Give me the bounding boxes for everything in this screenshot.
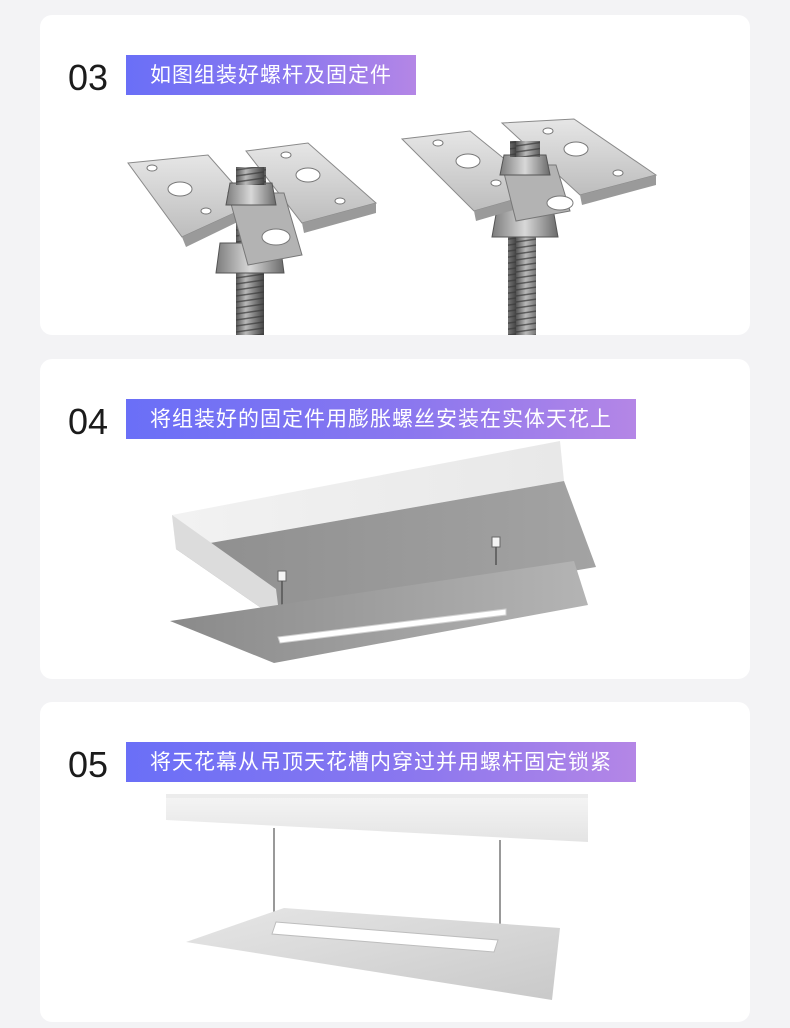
step-label: 将天花幕从吊顶天花槽内穿过并用螺杆固定锁紧 [126, 742, 636, 782]
step-label: 将组装好的固定件用膨胀螺丝安装在实体天花上 [126, 399, 636, 439]
ceiling-slab [172, 441, 596, 621]
step-number: 03 [68, 57, 109, 98]
suspended-panel [186, 908, 560, 1000]
step-03-card: 03 如图组装好螺杆及固定件 [40, 15, 750, 335]
step-05-card: 05 将天花幕从吊顶天花槽内穿过并用螺杆固定锁紧 [40, 702, 750, 1022]
bracket-assembly-left [127, 142, 378, 335]
ceiling-fixture-illustration [170, 441, 596, 663]
bracket-rod-illustration [127, 118, 658, 335]
ceiling-panel [170, 561, 588, 663]
ceiling-slab-top [166, 794, 588, 842]
fixture-left [277, 570, 287, 605]
bracket-assembly-right [400, 118, 658, 335]
step-number: 05 [68, 744, 109, 785]
suspended-panel-illustration [166, 794, 588, 1000]
step-number: 04 [68, 401, 109, 442]
step-04-card: 04 将组装好的固定件用膨胀螺丝安装在实体天花上 [40, 359, 750, 679]
step-label: 如图组装好螺杆及固定件 [126, 55, 416, 95]
fixture-right [491, 536, 501, 565]
